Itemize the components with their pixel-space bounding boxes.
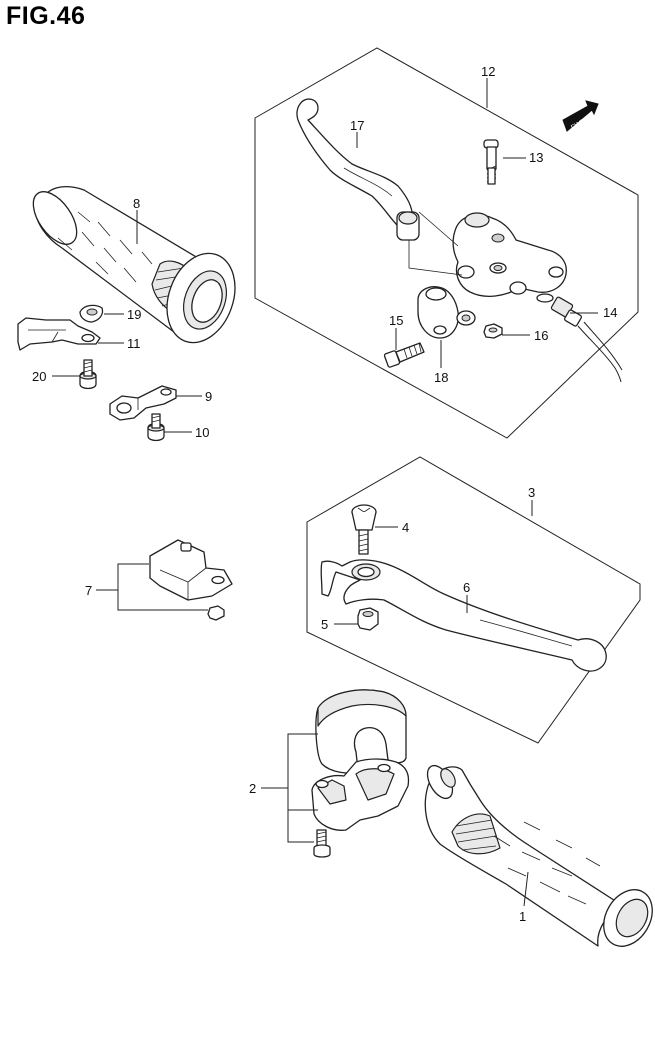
callout-7: 7 [85,583,92,598]
callout-14: 14 [603,305,617,320]
clutch-lever-holder [408,211,567,298]
callout-19: 19 [127,307,141,322]
assembly-box-3 [306,456,641,744]
callout-4: 4 [402,520,409,535]
figure-title: FIG.46 [6,2,86,30]
callout-11: 11 [127,336,141,351]
callout-18: 18 [434,370,448,385]
callout-9: 9 [205,389,212,404]
bolt-20 [79,359,97,390]
pivot-bolt-4 [351,504,377,555]
brake-lever-6 [320,559,607,672]
throttle-housing-lower [311,758,410,831]
housing-screw [313,829,331,858]
callout-16: 16 [534,328,548,343]
nut-5 [357,607,379,631]
callout-5: 5 [321,617,328,632]
callout-13: 13 [529,150,543,165]
left-grip-8 [32,185,236,344]
assembly-box-12 [254,47,639,439]
right-grip-1 [424,764,653,947]
callout-15: 15 [389,313,403,328]
bolt-15 [383,342,425,368]
callout-1: 1 [519,909,526,924]
bolt-13 [483,139,499,185]
bolt-10 [147,413,165,442]
callout-17: 17 [350,118,364,133]
holder-clamp-18 [417,286,476,339]
clutch-switch-14 [536,293,623,383]
callout-6: 6 [463,580,470,595]
washer-19 [79,304,104,323]
throttle-housing-upper [315,689,407,774]
callout-10: 10 [195,425,209,440]
nut-16 [483,323,503,339]
callout-20: 20 [32,369,46,384]
fwd-arrow-icon: FWD [562,100,599,132]
bracket-11 [17,317,101,351]
brake-switch-7 [149,539,233,621]
clutch-lever-17 [296,98,420,241]
callout-2: 2 [249,781,256,796]
leader-lines [52,78,598,907]
bracket-9 [109,385,177,421]
callout-12: 12 [481,64,495,79]
callout-3: 3 [528,485,535,500]
callout-8: 8 [133,196,140,211]
